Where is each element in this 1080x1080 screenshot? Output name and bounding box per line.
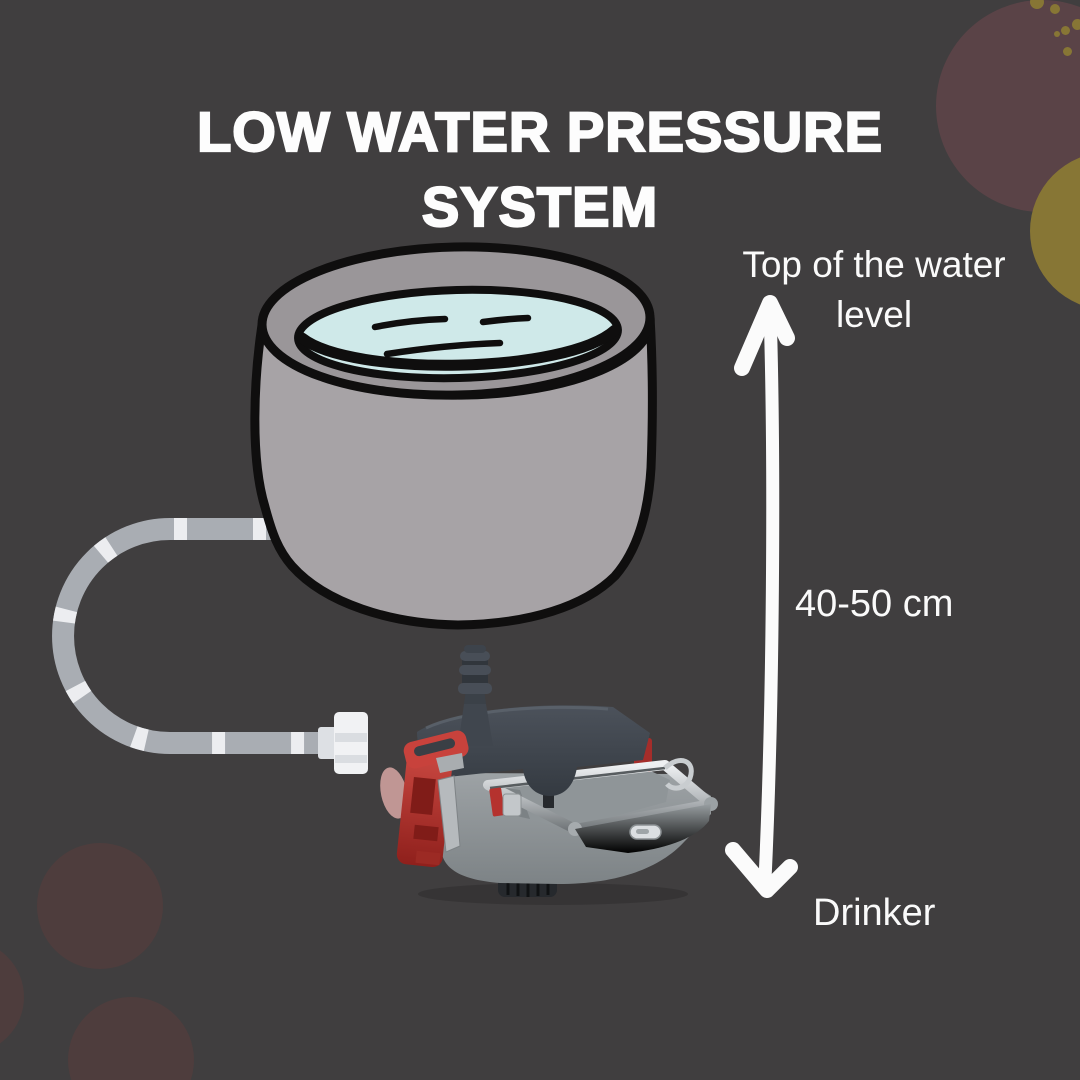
rim-clip: [489, 787, 522, 817]
bucket-illustration: [250, 242, 657, 630]
hose-connector: [318, 712, 368, 774]
title-line-1: LOW WATER PRESSURE: [196, 98, 883, 163]
arrow-shaft: [758, 303, 780, 887]
hose-barb-connector: [458, 645, 493, 746]
drinker-illustration: [380, 645, 718, 905]
red-clamp: [380, 730, 469, 868]
water-ripples: [371, 314, 532, 358]
page-title: LOW WATER PRESSURE SYSTEM: [0, 94, 1080, 244]
decoration-dot: [1050, 4, 1060, 14]
decoration-dot: [1072, 19, 1080, 30]
water-level-label-line1: Top of the water: [742, 244, 1006, 285]
water-level-label-line2: level: [835, 294, 913, 335]
drinker-tray-front: [575, 804, 711, 853]
hose-illustration: [52, 518, 368, 774]
measurement-arrow-icon: [725, 295, 798, 898]
decoration-dot: [1061, 26, 1070, 35]
arrowhead-up: [734, 295, 795, 376]
decoration-dot: [1054, 31, 1060, 37]
decoration-dot: [1063, 47, 1072, 56]
drinker-label: Drinker: [813, 892, 936, 934]
decoration-blob: [0, 940, 24, 1054]
decoration-blob: [68, 997, 194, 1080]
title-line-2: SYSTEM: [421, 173, 659, 238]
water-level-label: Top of the water level: [699, 240, 1049, 340]
hose-tube: [52, 518, 338, 754]
decoration-blob: [37, 843, 163, 969]
water-front-line: [296, 324, 621, 371]
distance-label: 40-50 cm: [795, 583, 954, 625]
lid-highlight: [425, 705, 609, 730]
decoration-dot: [1030, 0, 1044, 9]
arrowhead-down: [725, 842, 798, 898]
